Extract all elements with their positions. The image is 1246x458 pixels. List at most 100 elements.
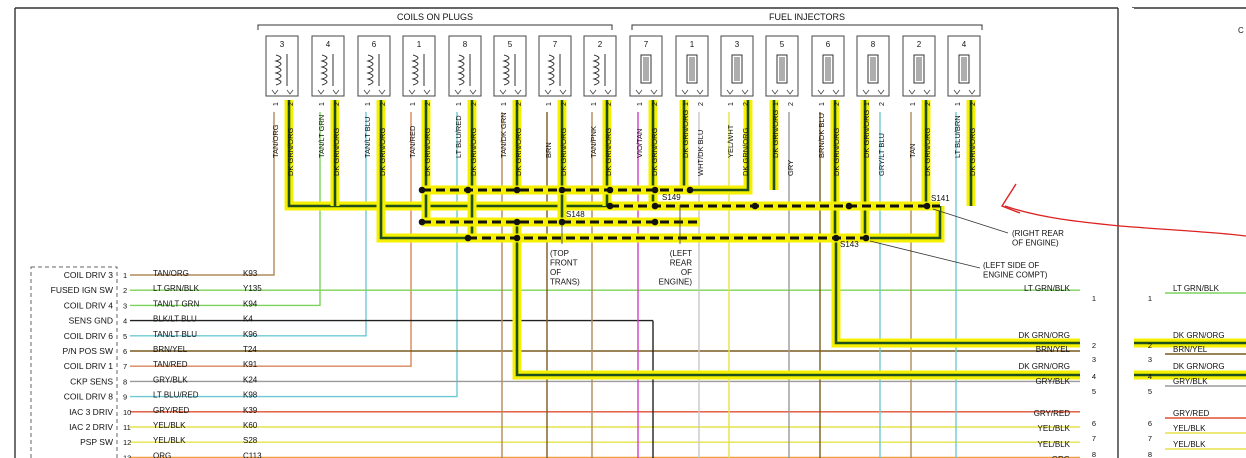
injector-5-injector-symbol — [822, 54, 834, 84]
splice-s149-label: S149 — [662, 193, 681, 202]
splice-s141-label: S141 — [931, 194, 950, 203]
coil-1-wire2-label: DK GRN/ORG — [286, 127, 295, 176]
coil-7-pin1: 1 — [546, 102, 553, 106]
injectors-header-title: FUEL INJECTORS — [769, 12, 845, 22]
pcm-pin-number-4: 4 — [123, 317, 127, 326]
injector-7-pin2-arrow — [923, 89, 931, 95]
coil-6-wire1-label: TAN/DK GRN — [499, 112, 508, 158]
coil-3-pin2: 2 — [380, 102, 387, 106]
coil-2-coil-symbol — [320, 54, 328, 86]
pcm-circuit-13: C113 — [243, 451, 262, 458]
coil-7-pin1-arrow — [544, 89, 552, 95]
coil-8-id: 2 — [598, 40, 603, 49]
pcm-wire-color-6: BRN/YEL — [153, 345, 188, 354]
coil-driver-wire-3 — [130, 112, 367, 337]
coil-1-coil-symbol — [274, 54, 282, 86]
next-page-pin-3: 3 — [1148, 355, 1152, 364]
right-conn-color-4: DK GRN/ORG — [1018, 362, 1070, 371]
splice-dot-20 — [862, 234, 870, 242]
coil-7-coil-symbol — [547, 54, 555, 86]
coil-6-coil-symbol — [502, 54, 510, 86]
injector-3-pin2: 2 — [743, 102, 750, 106]
splice-dot-12 — [923, 202, 931, 210]
coil-3-wire2-label: DK GRN/ORG — [378, 127, 387, 176]
injector-6-pin2-arrow — [877, 89, 885, 95]
coil-4-box — [402, 35, 436, 97]
injector-1-wire1-label: VIO/TAN — [635, 129, 644, 158]
splice-dot-14 — [513, 218, 521, 226]
pcm-pin-number-6: 6 — [123, 347, 127, 356]
injector-3-injector-symbol — [731, 54, 743, 84]
pcm-wire-color-2: LT GRN/BLK — [153, 284, 200, 293]
next-page-color-1: LT GRN/BLK — [1173, 284, 1220, 293]
coil-2-pin1-arrow — [317, 89, 325, 95]
coil-2-box — [311, 35, 345, 97]
pcm-wire-color-11: YEL/BLK — [153, 421, 186, 430]
pcm-pin-label-4: SENS GND — [69, 316, 113, 326]
splice-dot-6 — [651, 186, 659, 194]
right-conn-pin-5: 5 — [1092, 387, 1096, 396]
pcm-wire-color-5: TAN/LT BLU — [153, 330, 197, 339]
splice-dot-4 — [558, 186, 566, 194]
injector-5-wire1-label: BRN/DK BLU — [817, 113, 826, 158]
next-page-color-6: GRY/RED — [1173, 409, 1210, 418]
frame-layer — [14, 7, 1246, 458]
next-page-pin-8: 8 — [1148, 450, 1152, 458]
s143-leader — [869, 240, 981, 269]
coil-6-pin1: 1 — [501, 102, 508, 106]
injector-2-pin2: 2 — [698, 102, 705, 106]
pcm-pin-label-9: COIL DRIV 8 — [64, 392, 114, 402]
right-conn-pin-6: 6 — [1092, 419, 1096, 428]
location-right-rear-engine-line-1: (RIGHT REAR — [1012, 229, 1064, 238]
pcm-pin-number-11: 11 — [123, 423, 131, 432]
next-page-pin-4: 4 — [1148, 372, 1152, 381]
injector-2-injector-symbol — [686, 54, 698, 84]
next-page-pin-5: 5 — [1148, 387, 1152, 396]
s141-leader — [932, 208, 1009, 234]
injector-8-box — [947, 35, 981, 97]
injector-3-pin1-arrow — [726, 89, 734, 95]
coil-3-pin2-arrow — [378, 89, 386, 95]
injector-5-pin2-arrow — [832, 89, 840, 95]
injector-5-pin2: 2 — [834, 102, 841, 106]
pcm-pin-label-2: FUSED IGN SW — [51, 285, 113, 295]
right-conn-pin-3: 3 — [1092, 355, 1096, 364]
injector-2-pin1-arrow — [681, 89, 689, 95]
right-conn-color-9: ORG — [1052, 455, 1070, 458]
coil-8-wire2-label: DK GRN/ORG — [604, 127, 613, 176]
injector-4-id: 5 — [780, 40, 785, 49]
injector-7-wire2-label: DK GRN/ORG — [923, 127, 932, 176]
pcm-pin-number-10: 10 — [123, 408, 131, 417]
annotation-arrow-line — [1004, 205, 1246, 237]
next-page-pin-2: 2 — [1148, 341, 1152, 350]
next-page-color-7: YEL/BLK — [1173, 424, 1206, 433]
coil-8-pin2-arrow — [604, 89, 612, 95]
injector-6-pin2: 2 — [879, 102, 886, 106]
coil-7-wire1-label: BRN — [544, 142, 553, 158]
annotation-arrow-head — [1000, 183, 1021, 214]
pcm-pin-label-7: COIL DRIV 1 — [64, 361, 114, 371]
splice-dot-3 — [513, 186, 521, 194]
injector-8-pin1: 1 — [955, 102, 962, 106]
coil-2-pin2: 2 — [334, 102, 341, 106]
coil-8-pin1-arrow — [589, 89, 597, 95]
coil-6-pin1-arrow — [499, 89, 507, 95]
next-page-color-3: BRN/YEL — [1173, 345, 1208, 354]
pcm-circuit-1: K93 — [243, 269, 258, 278]
coil-1-id: 3 — [280, 40, 285, 49]
injector-4-pin1-arrow — [771, 89, 779, 95]
coil-6-id: 5 — [508, 40, 513, 49]
injector-3-pin1: 1 — [728, 102, 735, 106]
pcm-pin-number-13: 13 — [123, 453, 131, 458]
injector-3-id: 3 — [735, 40, 740, 49]
pcm-wire-color-1: TAN/ORG — [153, 269, 189, 278]
pcm-pin-label-6: P/N POS SW — [62, 346, 113, 356]
injector-4-wire2-label: GRY — [786, 160, 795, 176]
injector-7-pin1: 1 — [910, 102, 917, 106]
coil-5-wire1-label: LT BLU/RED — [454, 115, 463, 158]
splice-dot-15 — [558, 218, 566, 226]
coil-7-pin2: 2 — [561, 102, 568, 106]
coil-1-pin1: 1 — [273, 102, 280, 106]
coil-8-wire1-label: TAN/PNK — [589, 126, 598, 158]
coil-3-id: 6 — [372, 40, 377, 49]
